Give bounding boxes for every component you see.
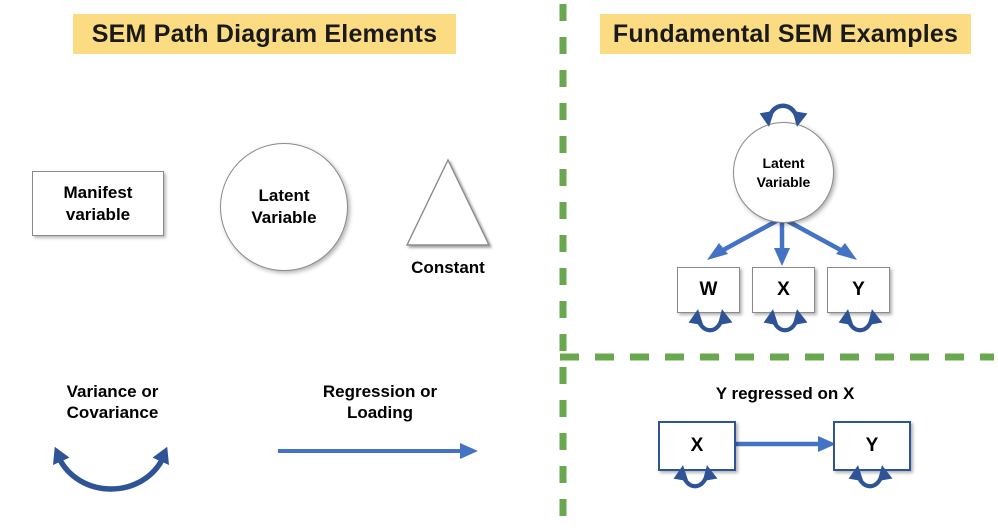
indicator-box-w: W: [677, 267, 740, 313]
constant-triangle: [398, 150, 498, 252]
factor-model-arrows: [640, 210, 940, 280]
left-panel-title: SEM Path Diagram Elements: [73, 14, 456, 54]
constant-label: Constant: [411, 258, 485, 277]
manifest-variable-label-line2: variable: [65, 204, 131, 224]
regression-predictor-label: X: [690, 435, 704, 456]
regression-loading-label: Regression or Loading: [322, 382, 438, 423]
indicator-box-x: X: [752, 267, 815, 313]
regression-outcome-label: Y: [865, 435, 879, 456]
regression-example-arrow: [722, 432, 847, 456]
latent-variance-self-loop: [757, 95, 809, 129]
residual-self-loop-x: [763, 309, 808, 341]
horizontal-divider-dashed: [556, 350, 998, 364]
indicator-box-y: Y: [827, 267, 890, 313]
indicator-label-y: Y: [852, 279, 865, 300]
indicator-label-x: X: [777, 279, 790, 300]
latent-variable-label-line1: Latent: [258, 185, 310, 205]
factor-model-latent-label-line2: Variable: [756, 173, 811, 190]
latent-variable-ellipse: Latent Variable: [220, 143, 348, 271]
regression-predictor-box-x: X: [658, 421, 736, 471]
variance-covariance-label: Variance or Covariance: [66, 382, 159, 423]
regression-example-caption: Y regressed on X: [715, 384, 855, 403]
factor-model-latent-ellipse: Latent Variable: [733, 122, 834, 223]
regression-outcome-self-loop: [848, 465, 893, 497]
residual-self-loop-w: [688, 309, 733, 341]
manifest-variable-label-line1: Manifest: [63, 183, 133, 203]
vertical-divider-dashed: [556, 0, 570, 530]
factor-model-latent-label-line1: Latent: [762, 155, 805, 172]
regression-predictor-self-loop: [673, 465, 718, 497]
regression-outcome-box-y: Y: [833, 421, 911, 471]
right-panel-title: Fundamental SEM Examples: [600, 14, 971, 54]
latent-variable-label-line2: Variable: [251, 208, 317, 227]
covariance-double-arrow: [40, 440, 190, 502]
residual-self-loop-y: [838, 309, 883, 341]
manifest-variable-rectangle: Manifest variable: [32, 171, 164, 236]
indicator-label-w: W: [699, 279, 718, 300]
regression-single-arrow: [272, 438, 487, 464]
